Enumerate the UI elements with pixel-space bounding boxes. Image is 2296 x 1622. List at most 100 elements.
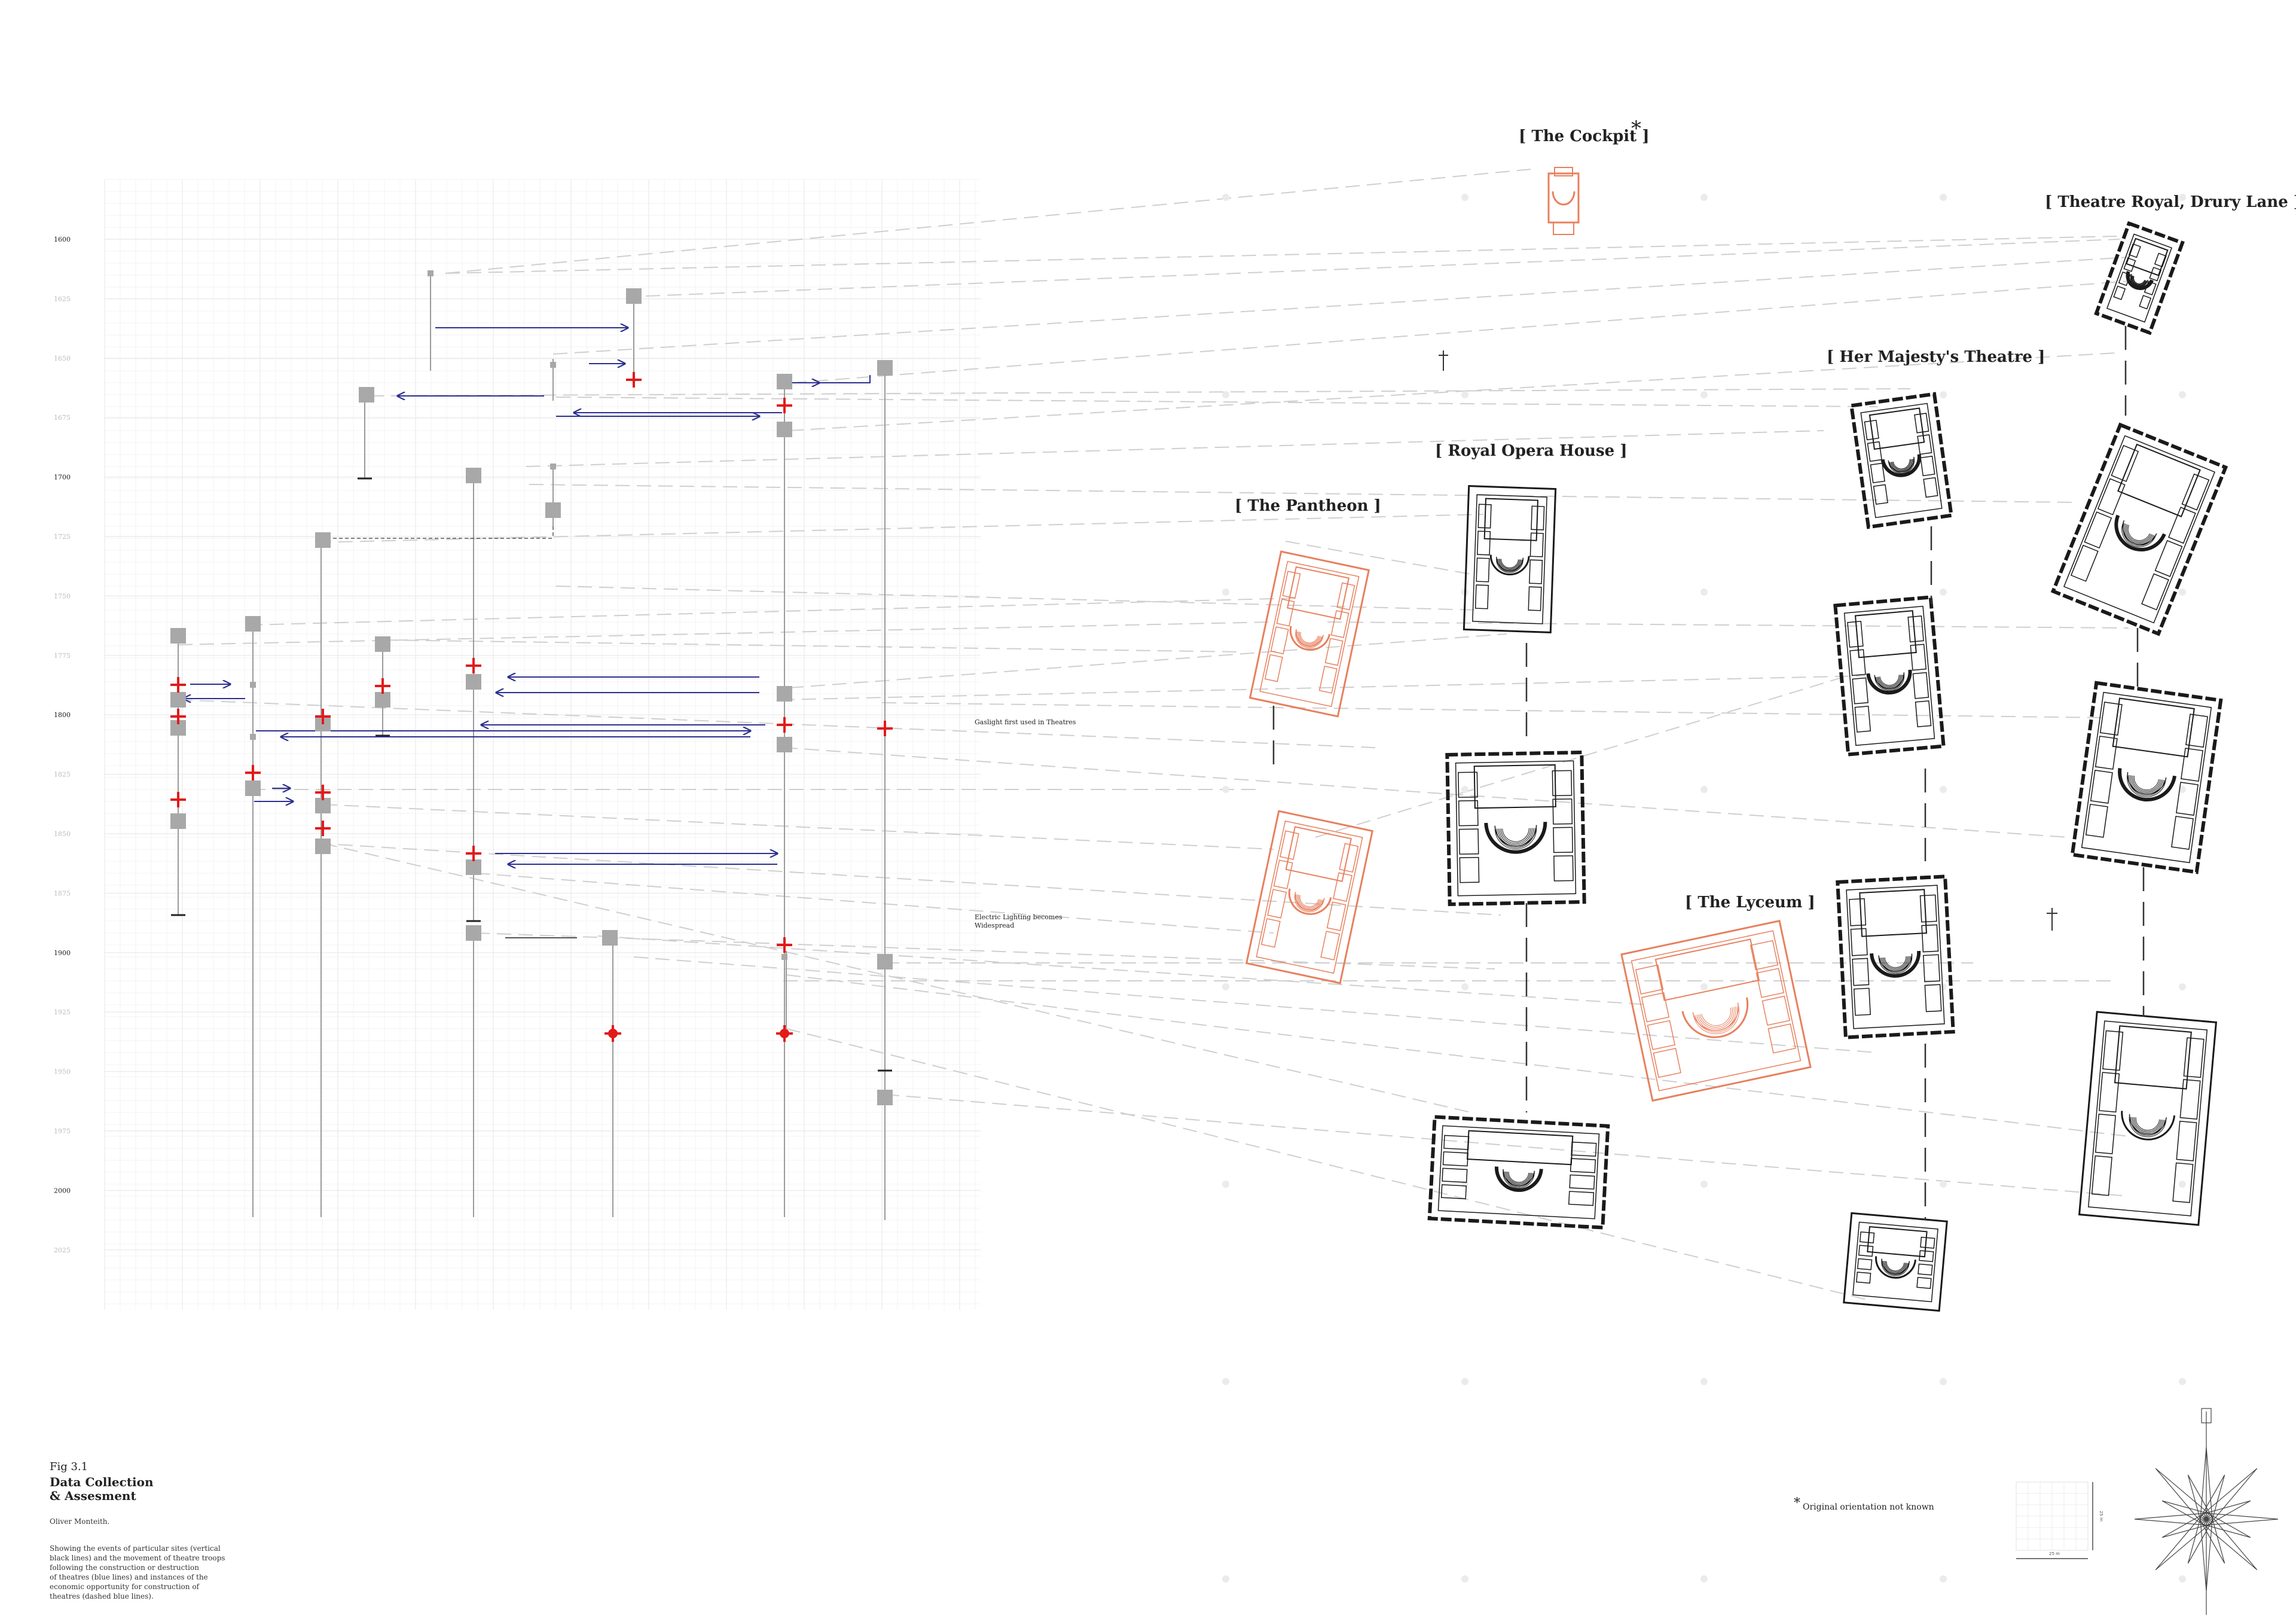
dashed-link [786,1028,1872,1301]
grid-dot [1461,786,1468,793]
plan-royal-opera-1 [1463,484,1557,634]
title-royal-opera-house: [ Royal Opera House ] [1435,442,1628,460]
site-square [315,839,331,854]
year-label: 2000 [54,1187,71,1194]
grid-dot [1222,786,1229,793]
year-label: 1775 [54,652,71,660]
cross-marker [626,372,642,388]
dagger-icon [1439,350,1448,371]
site-square [466,468,481,483]
grid-dot [1222,589,1229,596]
site-square [170,628,186,644]
dashed-link [178,699,1376,748]
cross-marker [877,721,893,736]
grid-dot [1222,1575,1229,1583]
cross-marker [777,717,792,733]
site-small-square [250,734,256,740]
year-label: 1675 [54,414,71,422]
theatre-plans [1245,167,2228,1312]
note-gaslight: Gaslight first used in Theatres [975,718,1076,726]
plan-her-majestys-4 [1843,1212,1948,1312]
title-pantheon: [ The Pantheon ] [1235,497,1381,515]
title-cockpit: [ The Cockpit ] [1519,127,1650,145]
grid-dot [2179,194,2186,201]
plan-dot-grid [1222,194,2186,1583]
cross-marker [777,937,792,953]
cross-marker [170,709,186,724]
site-small-square [781,954,787,960]
dashed-link [597,935,1651,1005]
timeline-grid [104,179,981,1310]
year-label: 1800 [54,711,71,719]
dashed-link [555,586,1477,611]
site-square [466,859,481,875]
dashed-link [475,873,1274,934]
year-label: 1950 [54,1068,71,1076]
grid-dot [2179,391,2186,398]
cross-marker [466,658,481,673]
dashed-link [786,974,2129,1137]
site-square [315,798,331,813]
year-label: 1850 [54,830,71,838]
dashed-link-lines [178,169,2129,1301]
site-square [359,387,374,403]
site-square [545,502,561,518]
grid-dot [1700,589,1708,596]
movement-arrow [819,375,871,383]
compass-rose-icon [2134,1408,2279,1615]
plan-drury-lane-4 [2078,1011,2218,1226]
dashed-link [322,804,1274,850]
site-square [170,813,186,829]
dashed-link [884,1094,2129,1197]
grid-dot [1222,1378,1229,1385]
grid-dot [1461,983,1468,990]
dashed-link [789,352,2117,431]
site-square [245,616,261,632]
grid-dot [1700,983,1708,990]
cross-marker-circled [776,1025,793,1042]
note-electric-line-1: Electric Lighting becomes [975,913,1062,921]
caption-title-line-2: & Assesment [50,1489,136,1503]
dashed-link [881,702,2105,718]
grid-dot [1222,1181,1229,1188]
caption-fig-number: Fig 3.1 [50,1461,88,1473]
caption-body-line: theatres (dashed blue lines). [50,1592,154,1600]
dashed-link [316,843,1501,916]
dashed-link [789,633,1507,688]
cross-marker [170,677,186,693]
caption-body-line: Showing the events of particular sites (… [50,1544,221,1553]
cross-marker [170,792,186,807]
dashed-link [1315,675,1848,838]
title-drury-lane: [ Theatre Royal, Drury Lane ] [2045,193,2296,211]
year-label: 1875 [54,889,71,897]
site-square [626,288,642,304]
year-label: 1600 [54,236,71,243]
year-label: 2025 [54,1246,71,1254]
site-small-square [550,464,556,469]
site-square [170,692,186,708]
cross-marker-circled [604,1025,621,1042]
dashed-link [645,239,2120,297]
grid-dot [1700,1378,1708,1385]
grid-dot [1940,786,1947,793]
year-label: 1975 [54,1127,71,1135]
cockpit-asterisk: * [1631,117,1641,141]
scale-horizontal-label: 25 m [2049,1551,2060,1556]
grid-dot [1940,391,1947,398]
dashed-link [555,397,1878,407]
grid-dot [1461,1181,1468,1188]
plan-her-majestys-1 [1849,392,1953,529]
dashed-link [445,236,2117,274]
note-electric-line-2: Widespread [975,922,1014,929]
dashed-link [780,675,1866,700]
grid-dot [2179,1378,2186,1385]
site-square [777,737,792,752]
grid-dot [2179,1575,2186,1583]
site-lines [171,275,892,1220]
grid-dot [1700,194,1708,201]
legend-asterisk: * [1794,1496,1800,1511]
site-square [466,925,481,941]
dashed-link [1285,541,1471,575]
caption-author: Oliver Monteith. [50,1517,109,1526]
